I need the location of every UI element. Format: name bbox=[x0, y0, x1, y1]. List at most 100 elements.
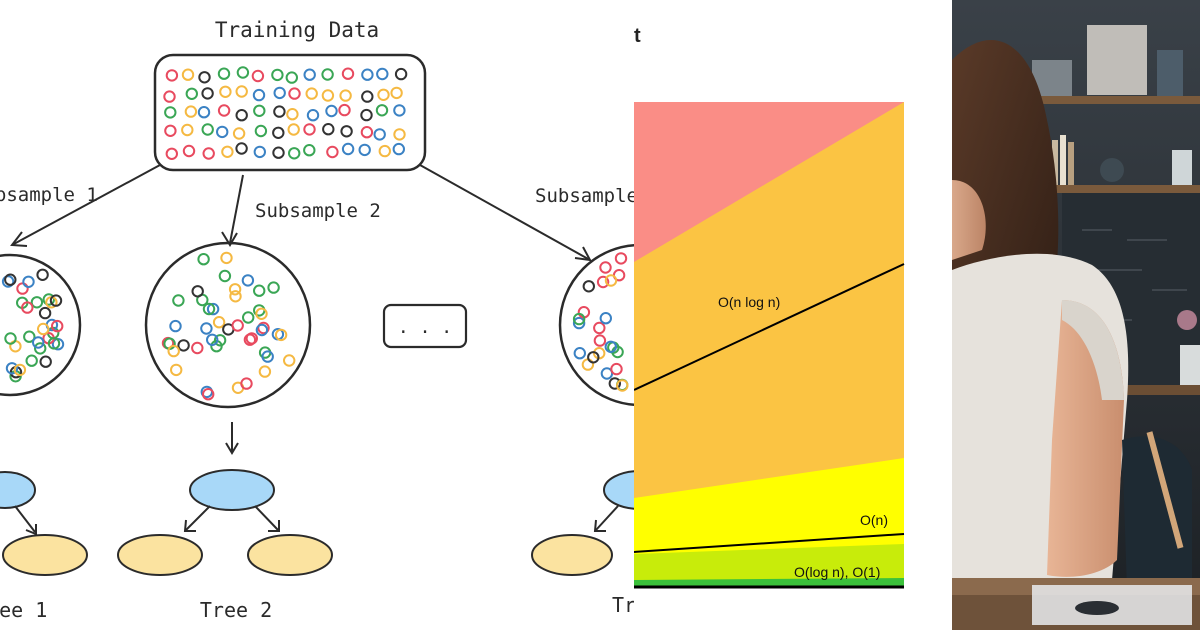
ellipsis-text: . . . bbox=[398, 317, 452, 338]
sample-dot bbox=[1, 275, 15, 288]
sample-dot bbox=[303, 144, 316, 157]
sample-dot bbox=[202, 302, 216, 316]
sample-dot bbox=[164, 106, 177, 119]
arrowhead-3 bbox=[574, 246, 592, 262]
sample-dot bbox=[321, 68, 334, 81]
sample-dot bbox=[235, 142, 248, 155]
sample-dot bbox=[361, 68, 374, 81]
sample-dot bbox=[582, 280, 595, 293]
sample-dot bbox=[288, 147, 301, 160]
sample-dot bbox=[288, 87, 301, 100]
shelf-lower bbox=[1102, 385, 1200, 395]
sample-dot bbox=[604, 340, 617, 353]
sample-dot bbox=[182, 144, 196, 158]
sample-dot bbox=[341, 142, 355, 156]
sample-dot bbox=[255, 307, 268, 320]
sample-dot bbox=[572, 316, 586, 330]
subsample-1-dots bbox=[1, 268, 65, 383]
tree-3-leaf-node bbox=[531, 534, 613, 576]
sample-dot bbox=[241, 274, 255, 287]
sample-dot bbox=[378, 144, 391, 158]
sample-dot bbox=[600, 367, 614, 380]
sample-dot bbox=[47, 337, 61, 350]
sample-dot bbox=[325, 104, 338, 118]
curve-n-log-n bbox=[634, 263, 905, 391]
region-green bbox=[634, 578, 904, 586]
sample-dot bbox=[217, 67, 231, 80]
sample-dot bbox=[326, 145, 339, 159]
complexity-chart-svg: t O(n log n) O(n) O(log n), O(1) bbox=[634, 25, 905, 589]
sample-dot bbox=[49, 294, 63, 307]
plant-pot bbox=[1180, 345, 1200, 385]
curve-n bbox=[634, 533, 905, 553]
sample-dot bbox=[392, 142, 405, 156]
random-forest-diagram: Training Data Subsample 1 Subsample 2 Su… bbox=[0, 18, 634, 622]
sample-dot bbox=[253, 284, 266, 297]
sample-dot bbox=[218, 269, 232, 283]
sample-dot bbox=[360, 108, 373, 122]
sample-dot bbox=[39, 355, 52, 368]
sample-dot bbox=[286, 108, 299, 121]
sample-dot bbox=[604, 274, 618, 287]
sample-dot bbox=[30, 296, 44, 309]
arrowhead-2 bbox=[221, 231, 238, 247]
sample-dot bbox=[390, 86, 403, 100]
picture-frame bbox=[1087, 25, 1147, 95]
sample-dot bbox=[394, 67, 408, 81]
sample-dot bbox=[581, 358, 595, 371]
sample-dot bbox=[572, 312, 586, 326]
tree-2 bbox=[117, 469, 333, 576]
sample-dot bbox=[258, 365, 272, 378]
sample-dot bbox=[36, 268, 49, 281]
sample-dot bbox=[593, 321, 606, 335]
sample-dot bbox=[273, 86, 286, 100]
tree-1-root-node bbox=[0, 471, 36, 509]
sample-dot bbox=[38, 306, 52, 320]
sample-dot bbox=[393, 104, 406, 117]
label-n: O(n) bbox=[860, 512, 888, 528]
sample-dot bbox=[181, 123, 194, 137]
sample-dot bbox=[257, 321, 270, 335]
sample-dot bbox=[274, 328, 288, 342]
sample-dot bbox=[251, 69, 265, 83]
subsample-to-tree-arrow bbox=[225, 422, 239, 455]
sample-dot bbox=[287, 123, 300, 136]
tree-2-label: Tree 2 bbox=[200, 598, 272, 622]
tree-2-right-leaf bbox=[247, 534, 333, 576]
sample-dot bbox=[200, 322, 213, 335]
sample-dot bbox=[305, 87, 318, 100]
flower bbox=[1177, 310, 1197, 330]
sample-dot bbox=[206, 333, 219, 346]
ellipsis-box bbox=[382, 303, 468, 349]
tree-1-leaf-node bbox=[2, 534, 88, 576]
sample-dot bbox=[358, 143, 371, 157]
label-log-n-1: O(log n), O(1) bbox=[794, 564, 880, 580]
sample-dot bbox=[191, 341, 204, 355]
sample-dot bbox=[285, 71, 298, 84]
sample-dot bbox=[377, 88, 390, 102]
person-photo bbox=[952, 0, 1200, 630]
subsample-1-circle bbox=[0, 253, 82, 397]
sample-dot bbox=[283, 354, 296, 367]
tree-2-root-node bbox=[189, 469, 275, 511]
sample-dot bbox=[393, 128, 406, 141]
sample-dot bbox=[235, 85, 248, 98]
sample-dot bbox=[21, 301, 34, 314]
photo-illustration bbox=[952, 0, 1200, 630]
sample-dot bbox=[198, 71, 211, 84]
sample-dot bbox=[197, 106, 211, 119]
sample-dot bbox=[201, 87, 214, 100]
desk-object bbox=[1075, 601, 1119, 615]
sample-dot bbox=[164, 124, 177, 138]
sample-dot bbox=[360, 126, 374, 139]
subsample-2-circle bbox=[144, 241, 312, 409]
sample-dot bbox=[206, 302, 220, 316]
root-arrows bbox=[10, 164, 592, 262]
sample-dot bbox=[228, 283, 242, 296]
pencil bbox=[1146, 431, 1184, 549]
sample-dot bbox=[165, 69, 179, 82]
sample-dot bbox=[322, 123, 335, 136]
sample-dot bbox=[37, 322, 50, 336]
sample-dot bbox=[303, 123, 316, 136]
sample-dot bbox=[253, 145, 266, 159]
